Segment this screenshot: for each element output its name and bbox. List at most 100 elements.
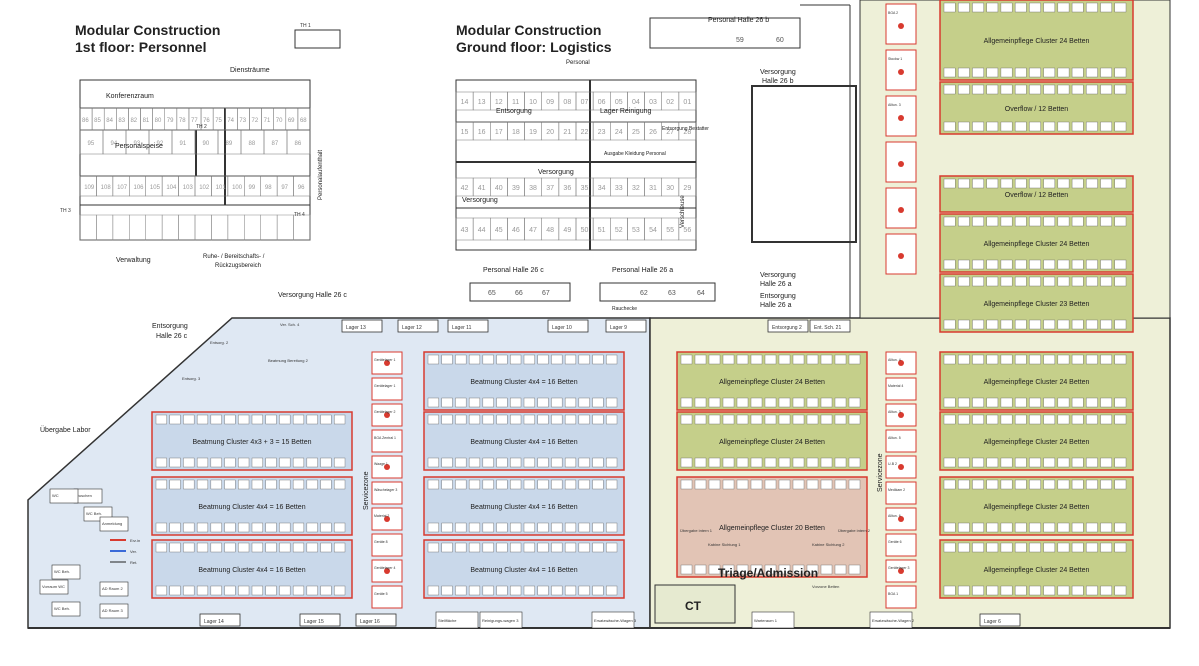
service-room-label: Alltun. 3 (888, 103, 901, 107)
cluster-area (676, 476, 868, 578)
logistics-room-number: 39 (512, 185, 520, 192)
bed-bay (496, 522, 508, 533)
personnel-room-number: 87 (272, 141, 279, 147)
bed-bay (1100, 354, 1112, 365)
bed-bay (736, 457, 749, 468)
bed-bay (722, 414, 735, 425)
bed-bay (510, 479, 522, 490)
room-number-65: 65 (488, 290, 496, 297)
bed-bay (972, 178, 984, 189)
bed-bay (537, 479, 549, 490)
bed-bay (1071, 2, 1084, 13)
bed-bay (1100, 414, 1112, 425)
personnel-room-number: 74 (227, 118, 234, 124)
personnel-room-number: 80 (155, 118, 162, 124)
bed-bay (1071, 414, 1084, 425)
logistics-room-number: 35 (581, 185, 589, 192)
bed-bay (1100, 84, 1112, 95)
personnel-room-number: 103 (183, 185, 194, 191)
logistics-room-number: 01 (683, 99, 691, 106)
utility-room (39, 579, 69, 595)
bed-bay (1000, 2, 1013, 13)
bed-bay (169, 542, 181, 553)
bed-bay (292, 457, 305, 468)
bed-bay (1014, 84, 1027, 95)
bed-bay (523, 354, 535, 365)
bed-bay (468, 354, 481, 365)
bed-bay (1014, 585, 1027, 596)
bed-bay (1057, 276, 1070, 287)
bed-bay (196, 585, 209, 596)
bed-bay (224, 457, 236, 468)
bed-bay (455, 397, 467, 408)
bed-bay (820, 414, 833, 425)
bed-bay (455, 457, 467, 468)
bed-bay (943, 2, 956, 13)
bed-bay (482, 479, 494, 490)
bed-bay (1043, 414, 1056, 425)
service-room-label: Gerätelager 2 (374, 410, 395, 414)
bed-bay (238, 542, 250, 553)
bed-bay (510, 414, 522, 425)
logistics-room-number: 15 (461, 129, 469, 136)
bed-bay (1086, 67, 1098, 78)
bed-bay (551, 354, 563, 365)
bed-bay (238, 585, 250, 596)
bed-bay (958, 397, 970, 408)
bed-bay (265, 479, 277, 490)
bottom-room-label: Lager 15 (304, 619, 324, 625)
bed-bay (1029, 276, 1041, 287)
bed-bay (523, 479, 535, 490)
personnel-room-number: 76 (203, 118, 210, 124)
legend-erzin: Erz.in (130, 538, 140, 543)
logistics-room-number: 26 (649, 129, 657, 136)
logistics-room-number: 18 (512, 129, 520, 136)
bed-bay (972, 542, 984, 553)
bed-bay (1114, 121, 1127, 132)
bed-bay (986, 542, 999, 553)
bed-bay (334, 414, 346, 425)
bed-bay (592, 542, 604, 553)
bed-bay (1043, 276, 1056, 287)
ruhe-label-line2: Rückzugsbereich (215, 263, 261, 269)
bed-bay (708, 564, 721, 575)
bed-bay (848, 457, 861, 468)
logistics-room-cell (678, 177, 697, 197)
bed-bay (592, 585, 604, 596)
bed-bay (468, 542, 481, 553)
cluster-label: Allgemeinpflege Cluster 24 Betten (984, 439, 1090, 446)
top-room-label: Lager 10 (552, 325, 572, 331)
bed-bay (1029, 354, 1041, 365)
bed-bay (958, 457, 970, 468)
bed-bay (578, 479, 590, 490)
bed-bay (592, 457, 604, 468)
bed-bay (1014, 354, 1027, 365)
bed-bay (196, 479, 209, 490)
bed-bay (1057, 542, 1070, 553)
sink-marker (898, 69, 904, 75)
logistics-room-number: 52 (615, 227, 623, 234)
personnel-lower-cell (161, 214, 179, 241)
bed-bay (496, 585, 508, 596)
bottom-misc-room (435, 611, 479, 629)
bed-bay (958, 479, 970, 490)
bed-bay (523, 414, 535, 425)
bed-bay (196, 414, 209, 425)
cluster-area (939, 0, 1134, 81)
service-room (371, 481, 403, 505)
bed-bay (306, 479, 318, 490)
service-room (371, 429, 403, 453)
cluster-label: Allgemeinpflege Cluster 24 Betten (984, 38, 1090, 45)
logistics-room-number: 55 (666, 227, 674, 234)
bed-bay (736, 479, 749, 490)
bed-bay (265, 542, 277, 553)
bed-bay (1114, 585, 1127, 596)
bed-bay (510, 522, 522, 533)
logistics-room-number: 16 (478, 129, 486, 136)
bed-bay (986, 2, 999, 13)
top-room-label: Entsorgung 2 (772, 325, 802, 331)
bed-bay (564, 397, 577, 408)
bed-bay (1086, 414, 1098, 425)
bottom-room-label: Lager 14 (204, 619, 224, 625)
bed-bay (972, 259, 984, 270)
